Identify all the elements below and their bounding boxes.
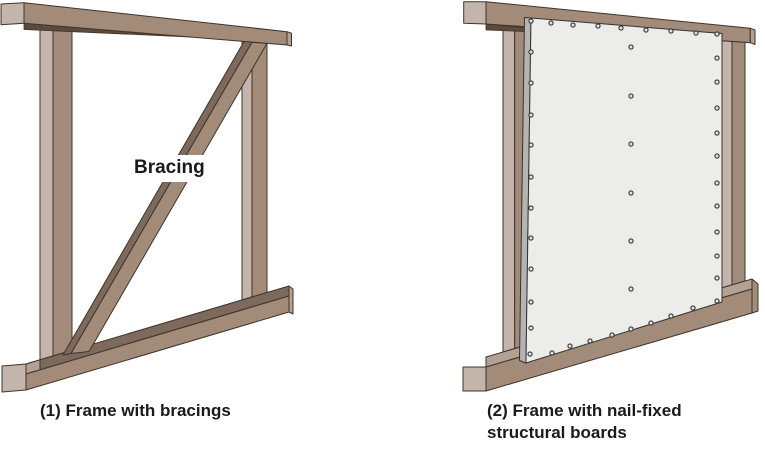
nail-icon xyxy=(528,266,534,272)
frame2-sill-end-cap xyxy=(462,366,487,392)
nail-icon xyxy=(528,325,534,331)
nail-icon xyxy=(528,174,534,180)
frame2-right-stud-front-face xyxy=(731,40,746,286)
frame2-illustration xyxy=(462,1,759,392)
nail-icon xyxy=(528,142,534,148)
nail-icon xyxy=(528,235,534,241)
nail-icon xyxy=(595,23,601,29)
nail-icon xyxy=(587,338,593,344)
nail-icon xyxy=(668,313,674,319)
frames-drawing xyxy=(0,1,759,393)
nail-icon xyxy=(648,320,654,326)
frame2-right-stud-light-face xyxy=(721,40,733,289)
figure2-caption: (2) Frame with nail-fixed structural boa… xyxy=(487,400,682,444)
nail-icon xyxy=(609,332,615,338)
nail-icon xyxy=(714,31,720,37)
nail-icon xyxy=(549,350,555,356)
nail-icon xyxy=(714,203,720,209)
nail-icon xyxy=(548,20,554,26)
frame2-left-stud-light-face xyxy=(502,24,516,353)
nail-icon xyxy=(693,30,699,36)
nail-icon xyxy=(714,298,720,304)
frame1-left-stud-front-face xyxy=(52,25,73,357)
nail-icon xyxy=(528,49,534,55)
nail-icon xyxy=(528,205,534,211)
nail-icon xyxy=(714,55,720,61)
nail-icon xyxy=(528,112,534,118)
figure2-caption-line1: (2) Frame with nail-fixed xyxy=(487,401,682,420)
frame1-plate-end-face xyxy=(286,31,292,47)
frame2-plate-end-face xyxy=(749,27,756,45)
nail-icon xyxy=(618,25,624,31)
frame1-left-stud-light-face xyxy=(39,24,54,361)
nail-icon xyxy=(570,22,576,28)
frame1-plate-end-cap xyxy=(0,2,25,26)
frame1-sill-end-face xyxy=(288,285,294,315)
figure1-caption: (1) Frame with bracings xyxy=(40,401,231,420)
nail-icon xyxy=(628,286,634,292)
nail-icon xyxy=(628,93,634,99)
brace-label: Bracing xyxy=(128,155,211,182)
nail-icon xyxy=(668,28,674,34)
nail-icon xyxy=(528,80,534,86)
nails xyxy=(527,18,720,357)
board-panel xyxy=(525,17,723,364)
nail-icon xyxy=(567,343,573,349)
nail-icon xyxy=(528,18,534,24)
nail-icon xyxy=(528,299,534,305)
nail-icon xyxy=(714,105,720,111)
nail-icon xyxy=(628,238,634,244)
nail-icon xyxy=(714,130,720,136)
nail-icon xyxy=(714,79,720,85)
nail-icon xyxy=(527,351,533,357)
nail-icon xyxy=(628,44,634,50)
nail-icon xyxy=(714,153,720,159)
frame1-illustration xyxy=(0,2,294,393)
figure2-caption-line2: structural boards xyxy=(487,423,627,442)
nail-icon xyxy=(714,275,720,281)
nail-icon xyxy=(714,180,720,186)
nail-icon xyxy=(714,229,720,235)
frame1-sill-end-cap xyxy=(1,363,27,393)
nail-icon xyxy=(690,305,696,311)
nail-icon xyxy=(628,326,634,332)
nail-icon xyxy=(643,27,649,33)
frame1-right-stud-front-face xyxy=(251,41,268,298)
frame2-plate-end-cap xyxy=(463,1,487,25)
frame2-sill-end-face xyxy=(751,278,759,314)
nail-icon xyxy=(628,190,634,196)
nail-icon xyxy=(714,253,720,259)
nail-icon xyxy=(628,141,634,147)
